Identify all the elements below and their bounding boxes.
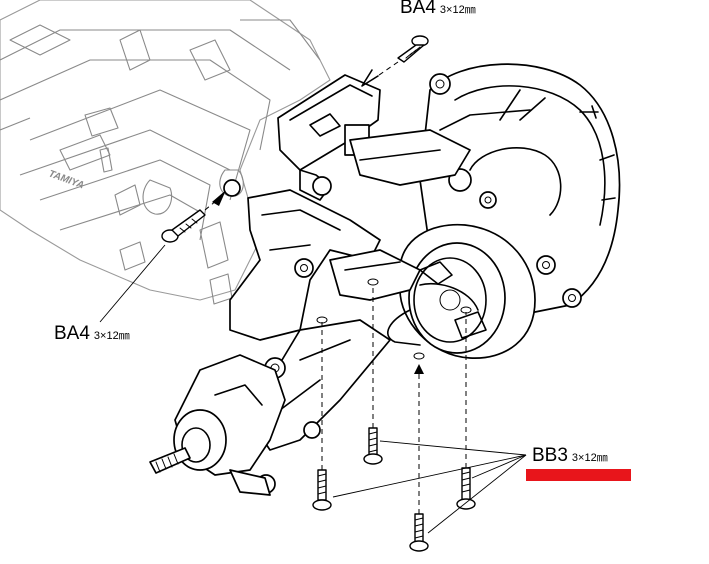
suspension-arm [229,189,421,494]
label-ba4-top-code: BA4 [400,0,436,18]
motor [387,223,536,359]
label-ba4-left-size: 3×12㎜ [93,330,130,342]
label-ba4-top-size: 3×12㎜ [439,4,476,16]
label-bb3-size: 3×12㎜ [571,452,608,464]
highlight-bar [526,469,631,481]
screws-bb3 [312,278,476,552]
gear-cover [277,74,471,201]
leader-lines [99,244,527,534]
screw-ba4-top [361,35,429,87]
wheel-hub [149,354,286,496]
screw-ba4-left [161,179,241,243]
label-bb3-code: BB3 [532,445,568,466]
label-ba4-left-code: BA4 [54,323,90,344]
chassis-frame [0,0,331,305]
